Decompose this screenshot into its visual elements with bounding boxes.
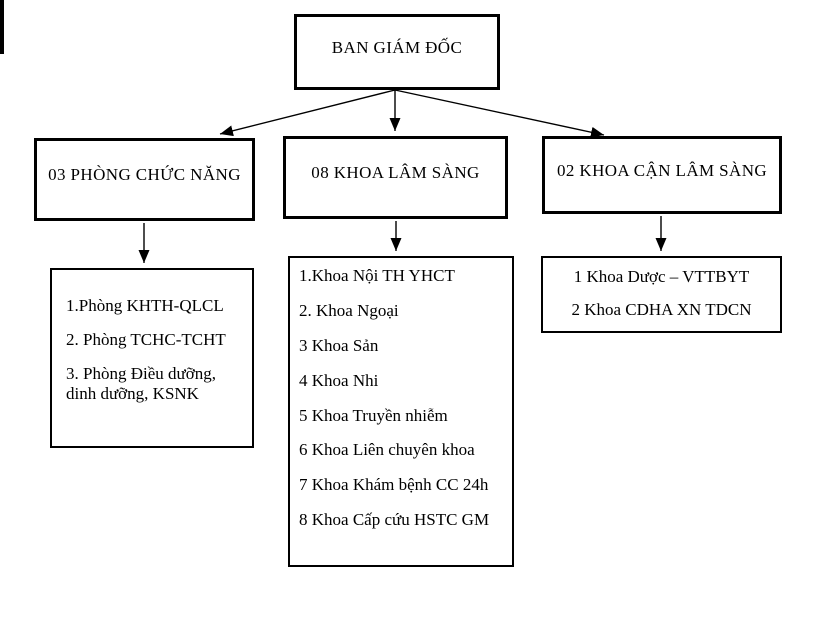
list-item: 3 Khoa Sản [299, 335, 379, 355]
list-functional-departments: 1.Phòng KHTH-QLCL 2. Phòng TCHC-TCHT 3. … [50, 268, 254, 448]
list-item: 7 Khoa Khám bệnh CC 24h [299, 475, 489, 495]
list-clinical-departments: 1.Khoa Nội TH YHCT 2. Khoa Ngoại 3 Khoa … [288, 256, 514, 567]
list-item: 6 Khoa Liên chuyên khoa [299, 440, 475, 460]
list-item: 4 Khoa Nhi [299, 370, 379, 390]
node-clinical-departments-label: 08 KHOA LÂM SÀNG [311, 163, 480, 183]
node-board-of-directors: BAN GIÁM ĐỐC [294, 14, 500, 90]
node-board-of-directors-label: BAN GIÁM ĐỐC [331, 37, 463, 57]
list-item: 5 Khoa Truyền nhiễm [299, 405, 448, 425]
node-functional-departments-label: 03 PHÒNG CHỨC NĂNG [48, 165, 241, 185]
list-item: 3. Phòng Điều dưỡng, dinh dưỡng, KSNK [66, 363, 216, 403]
list-item: 2 Khoa CDHA XN TDCN [571, 300, 752, 320]
arrow-root-to-branch-0 [219, 89, 396, 137]
list-item: 8 Khoa Cấp cứu HSTC GM [299, 510, 490, 530]
list-paraclinical-departments: 1 Khoa Dược – VTTBYT 2 Khoa CDHA XN TDCN [541, 256, 782, 333]
node-paraclinical-departments: 02 KHOA CẬN LÂM SÀNG [542, 136, 782, 214]
page-edge-mark [0, 0, 4, 54]
node-paraclinical-departments-label: 02 KHOA CẬN LÂM SÀNG [556, 160, 768, 180]
list-item: 2. Phòng TCHC-TCHT [66, 329, 226, 349]
arrow-root-to-branch-2 [394, 89, 605, 138]
node-functional-departments: 03 PHÒNG CHỨC NĂNG [34, 138, 255, 221]
node-clinical-departments: 08 KHOA LÂM SÀNG [283, 136, 508, 219]
list-item: 2. Khoa Ngoại [299, 300, 399, 320]
list-item: 1 Khoa Dược – VTTBYT [573, 267, 750, 286]
list-item: 1.Phòng KHTH-QLCL [66, 296, 224, 315]
list-item: 1.Khoa Nội TH YHCT [299, 266, 455, 285]
